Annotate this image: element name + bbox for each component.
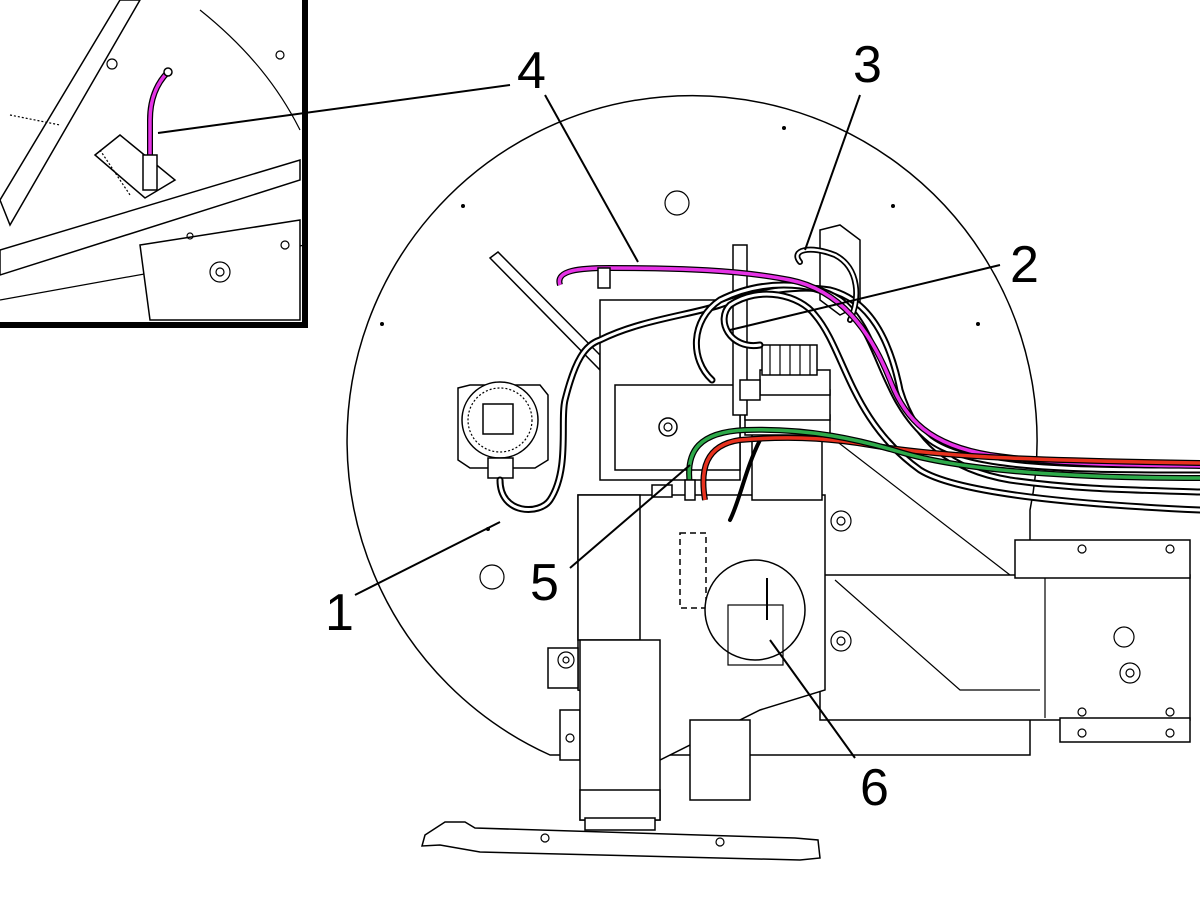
callout-6: 6 xyxy=(860,759,889,817)
callout-numbers: 1 2 3 4 5 6 xyxy=(325,36,1039,817)
callout-5: 5 xyxy=(530,554,559,612)
column-and-base xyxy=(421,639,821,861)
callout-4: 4 xyxy=(517,42,546,100)
frame-rail xyxy=(819,439,1191,743)
callout-2: 2 xyxy=(1010,236,1039,294)
junction-box-icon xyxy=(457,381,549,479)
leader-lines xyxy=(157,84,1001,759)
arm-bracket xyxy=(488,251,741,481)
green-hose xyxy=(651,426,1200,501)
callout-1: 1 xyxy=(325,584,354,642)
motor-pump-icon xyxy=(761,344,818,376)
callout-3: 3 xyxy=(853,36,882,94)
inset-detail-view xyxy=(0,0,308,328)
inset-border xyxy=(0,0,308,328)
